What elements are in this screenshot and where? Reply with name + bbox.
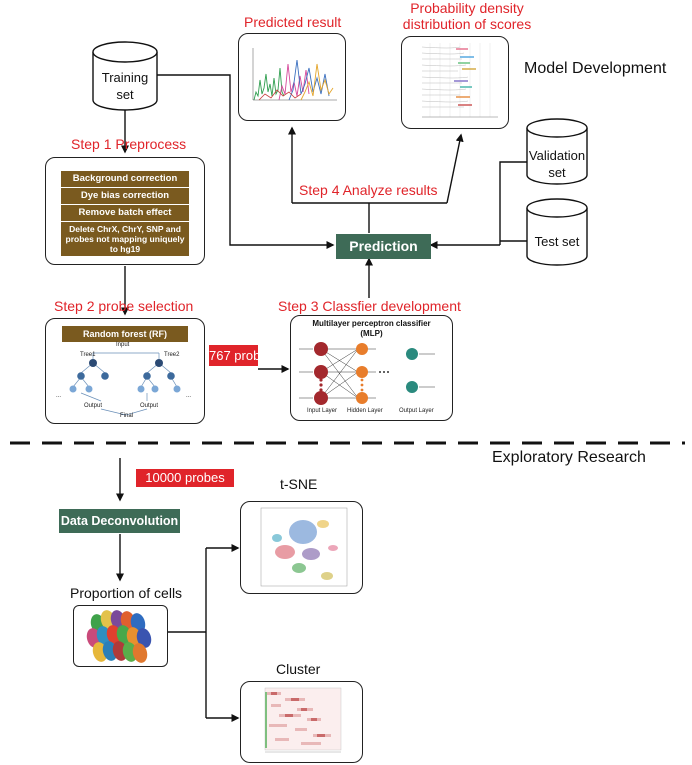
mlp-input-layer-label: Input Layer bbox=[307, 408, 338, 414]
step1-label: Step 1 Preprocess bbox=[71, 136, 187, 152]
random-forest-panel: Random forest (RF) Input Tree1 bbox=[45, 318, 205, 424]
predicted-result-title: Predicted result bbox=[244, 14, 342, 30]
training-set-line1: Training bbox=[101, 70, 149, 85]
rf-output1-label: Output bbox=[84, 403, 103, 409]
rf-node bbox=[137, 385, 145, 393]
random-forest-trees bbox=[69, 352, 181, 416]
rf-input-label: Input bbox=[116, 342, 130, 348]
probability-panel bbox=[401, 36, 509, 129]
mlp-network bbox=[299, 342, 435, 405]
rf-node bbox=[101, 372, 109, 380]
preprocess-panel: Background correction Dye bias correctio… bbox=[45, 157, 205, 265]
mlp-input-node bbox=[314, 391, 328, 405]
tsne-thumbnail bbox=[260, 507, 348, 587]
probability-thumbnail bbox=[421, 43, 498, 118]
rf-node bbox=[155, 359, 163, 367]
cluster-panel bbox=[240, 681, 363, 763]
mlp-input-node bbox=[314, 342, 328, 356]
arrow-training-to-prediction bbox=[157, 74, 335, 249]
mlp-title: Multilayer perceptron classifier (MLP) bbox=[291, 319, 452, 339]
probability-title: Probability density distribution of scor… bbox=[392, 0, 542, 32]
mlp-hidden-node bbox=[356, 366, 368, 378]
line-validation-to-prediction bbox=[499, 161, 527, 245]
mlp-panel: Multilayer perceptron classifier (MLP) I… bbox=[290, 315, 453, 421]
preprocess-item-1: Background correction bbox=[61, 171, 189, 187]
rf-node bbox=[85, 385, 93, 393]
preprocess-item-4: Delete ChrX, ChrY, SNP and probes not ma… bbox=[61, 222, 189, 256]
mlp-title-line2: (MLP) bbox=[360, 329, 383, 338]
cell-proportion-image bbox=[86, 610, 152, 663]
tsne-panel bbox=[240, 501, 363, 594]
test-set-label: Test set bbox=[534, 234, 580, 249]
rf-node bbox=[143, 372, 151, 380]
validation-set-line1: Validation bbox=[528, 148, 586, 163]
rf-tree2-label: Tree2 bbox=[164, 352, 180, 358]
rf-tree1-label: Tree1 bbox=[80, 352, 96, 358]
random-forest-title: Random forest (RF) bbox=[62, 326, 188, 342]
cluster-heatmap-thumbnail bbox=[264, 687, 342, 753]
rf-node bbox=[69, 385, 77, 393]
rf-node bbox=[167, 372, 175, 380]
step3-label: Step 3 Classfier development bbox=[278, 298, 461, 314]
rf-final-label: Final bbox=[120, 413, 134, 419]
proportion-panel bbox=[73, 605, 168, 667]
mlp-hidden-layer-label: Hidden Layer bbox=[347, 408, 383, 414]
mlp-title-line1: Multilayer perceptron classifier bbox=[312, 319, 431, 328]
training-set-label: Training set bbox=[93, 69, 157, 103]
mlp-output-layer-label: Output Layer bbox=[399, 408, 434, 414]
probes-10000-badge: 10000 probes bbox=[136, 469, 234, 487]
rf-node bbox=[151, 385, 159, 393]
cluster-label: Cluster bbox=[276, 661, 321, 677]
mlp-input-node bbox=[314, 365, 328, 379]
arrow-to-probability bbox=[446, 133, 464, 204]
model-development-heading: Model Development bbox=[524, 60, 667, 77]
rf-node bbox=[77, 372, 85, 380]
rf-output2-label: Output bbox=[140, 403, 159, 409]
probability-title-line2: distribution of scores bbox=[402, 16, 532, 32]
data-deconvolution-box: Data Deconvolution bbox=[59, 509, 180, 533]
rf-node bbox=[173, 385, 181, 393]
exploratory-research-heading: Exploratory Research bbox=[492, 449, 646, 466]
proportion-of-cells-label: Proportion of cells bbox=[70, 585, 183, 601]
predicted-result-panel bbox=[238, 33, 346, 121]
mlp-hidden-node bbox=[356, 392, 368, 404]
validation-set-line2: set bbox=[548, 165, 566, 180]
rf-ellipsis-right: ... bbox=[186, 393, 192, 399]
prediction-box: Prediction bbox=[336, 234, 431, 259]
preprocess-item-3: Remove batch effect bbox=[61, 205, 189, 221]
probability-title-line1: Probability density bbox=[410, 0, 524, 16]
probes-767-badge: 767 probes bbox=[209, 345, 274, 366]
mlp-hidden-node bbox=[356, 343, 368, 355]
rf-node bbox=[89, 359, 97, 367]
tsne-label: t-SNE bbox=[280, 476, 318, 492]
validation-set-label: Validation set bbox=[521, 147, 593, 181]
step4-label: Step 4 Analyze results bbox=[297, 182, 440, 198]
preprocess-item-2: Dye bias correction bbox=[61, 188, 189, 204]
step2-label: Step 2 probe selection bbox=[54, 298, 194, 314]
predicted-result-thumbnail bbox=[252, 48, 337, 101]
mlp-output-node bbox=[406, 348, 418, 360]
training-set-line2: set bbox=[116, 87, 134, 102]
mlp-output-node bbox=[406, 381, 418, 393]
rf-ellipsis-left: ... bbox=[56, 393, 62, 399]
